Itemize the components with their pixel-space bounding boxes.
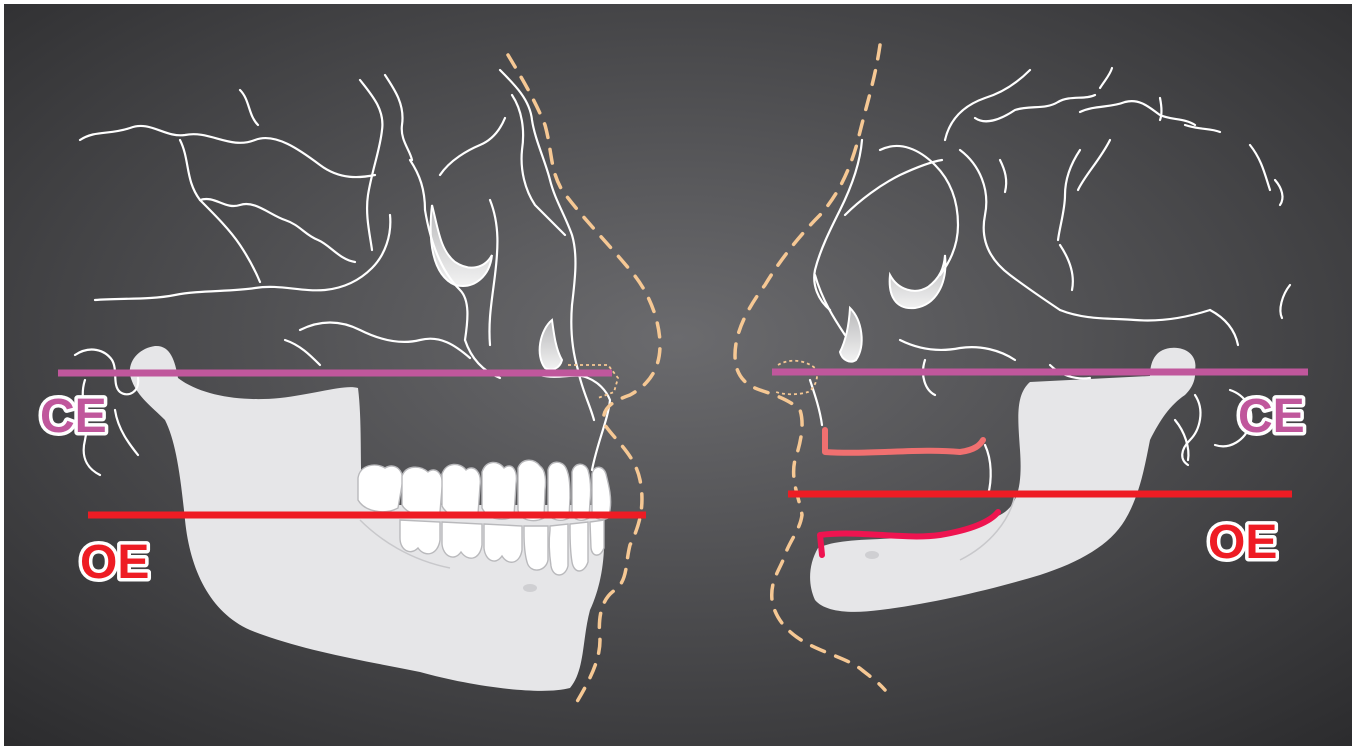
right-ce-label: CE [1238,390,1305,443]
right-mental-foramen [865,551,879,559]
left-mental-foramen [523,584,537,592]
left-ce-label: CE [40,390,107,443]
left-oe-label: OE [80,536,149,589]
right-oe-label: OE [1208,516,1277,569]
